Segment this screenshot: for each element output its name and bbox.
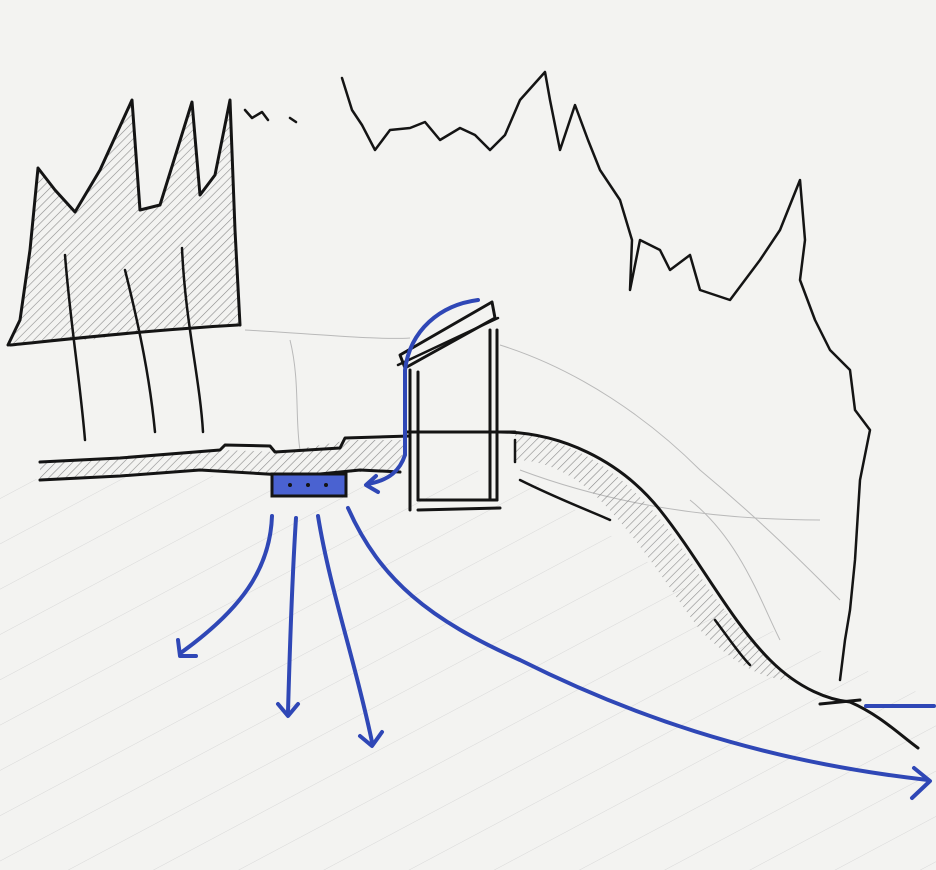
storage-tank bbox=[272, 474, 346, 496]
